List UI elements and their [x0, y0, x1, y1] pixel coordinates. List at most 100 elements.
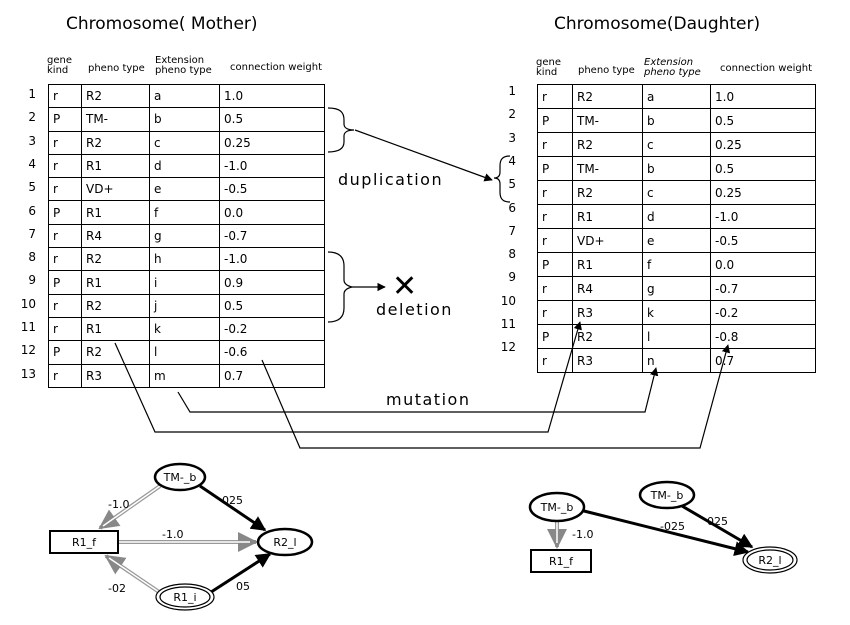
cell-ext: b: [642, 156, 711, 181]
svg-text:TM-_b: TM-_b: [650, 489, 684, 502]
duplication-label: duplication: [338, 170, 444, 189]
cell-weight: 1.0: [219, 83, 325, 109]
cell-weight: -0.5: [219, 177, 325, 202]
daughter-header-weight: connection weight: [720, 63, 812, 74]
cell-ext: a: [642, 84, 711, 109]
cell-pheno: R2: [572, 324, 643, 349]
cell-pheno: R1: [81, 153, 150, 179]
weight-tm-r1f: -1.0: [108, 498, 129, 511]
cell-kind: r: [48, 293, 82, 318]
cell-ext: m: [149, 363, 220, 388]
node-tm-b-2: TM-_b: [638, 480, 696, 510]
cell-weight: 0.25: [219, 130, 325, 155]
node-r1f: R1_f: [49, 530, 119, 554]
cell-ext: l: [642, 324, 711, 349]
cell-pheno: R1: [81, 200, 150, 225]
cell-weight: 0.0: [710, 252, 816, 277]
svg-text:TM-_b: TM-_b: [540, 501, 574, 514]
row-number: 12: [500, 340, 516, 355]
cell-ext: f: [642, 252, 711, 277]
edge-tm-r2l: [199, 484, 267, 532]
row-number: 9: [28, 273, 36, 288]
cell-ext: c: [149, 130, 220, 155]
row-number: 10: [20, 296, 36, 311]
row-number: 5: [28, 180, 36, 195]
cell-kind: r: [537, 228, 573, 253]
row-number: 10: [500, 293, 516, 308]
row-number: 2: [508, 107, 516, 122]
cell-kind: P: [537, 252, 573, 277]
cell-ext: l: [149, 340, 220, 365]
row-number: 6: [508, 200, 516, 215]
cell-weight: 0.5: [710, 156, 816, 181]
cell-ext: g: [642, 276, 711, 301]
row-number: 7: [28, 226, 36, 241]
cell-weight: -0.7: [219, 223, 325, 249]
weight-tm2-r2l: 025: [707, 515, 728, 528]
deletion-brace: [327, 251, 353, 323]
cell-kind: P: [537, 156, 573, 181]
edge-r1i-r1f-inner: [108, 557, 163, 595]
row-number: 1: [508, 84, 516, 98]
weight-r1f-r2l: -1.0: [162, 528, 183, 541]
cell-ext: k: [149, 316, 220, 342]
cell-weight: 1.0: [710, 84, 816, 109]
cell-weight: -0.2: [710, 300, 816, 325]
cell-ext: j: [149, 293, 220, 318]
cell-kind: r: [537, 300, 573, 325]
cell-kind: r: [48, 363, 82, 388]
cell-pheno: R4: [572, 276, 643, 301]
daughter-header-pheno: pheno type: [578, 65, 635, 76]
svg-text:R1_f: R1_f: [549, 555, 574, 568]
cell-kind: r: [48, 130, 82, 155]
cell-weight: 0.7: [219, 363, 325, 388]
row-number: 7: [508, 223, 516, 238]
weight-tm1-r1f: -1.0: [572, 528, 593, 541]
row-number: 6: [28, 203, 36, 218]
duplication-brace: [327, 107, 355, 153]
daughter-title: Chromosome(Daughter): [554, 14, 761, 34]
cell-ext: i: [149, 270, 220, 295]
row-number: 8: [508, 247, 516, 262]
cell-ext: e: [642, 228, 711, 253]
weight-r1i-r1f: -02: [108, 582, 126, 595]
edge-tm-r1f-inner: [102, 485, 161, 527]
cell-ext: d: [642, 204, 711, 229]
cell-pheno: R1: [572, 204, 643, 229]
cell-ext: d: [149, 153, 220, 179]
row-number: 1: [28, 87, 36, 101]
node-r2l-d: R2_l: [742, 546, 798, 574]
svg-text:TM-_b: TM-_b: [163, 471, 197, 484]
edge-r1i-r2l: [207, 552, 272, 596]
cell-pheno: VD+: [81, 177, 150, 202]
edge-tm-r1f: [98, 484, 162, 530]
cell-weight: 0.9: [219, 270, 325, 295]
cell-pheno: R2: [81, 83, 150, 109]
cell-weight: -0.2: [219, 316, 325, 342]
cell-pheno: R1: [81, 270, 150, 295]
cell-kind: P: [48, 200, 82, 225]
cell-weight: 0.25: [710, 180, 816, 205]
cell-ext: c: [642, 180, 711, 205]
cell-ext: c: [642, 132, 711, 157]
svg-text:R2_l: R2_l: [273, 536, 296, 549]
cell-ext: g: [149, 223, 220, 249]
